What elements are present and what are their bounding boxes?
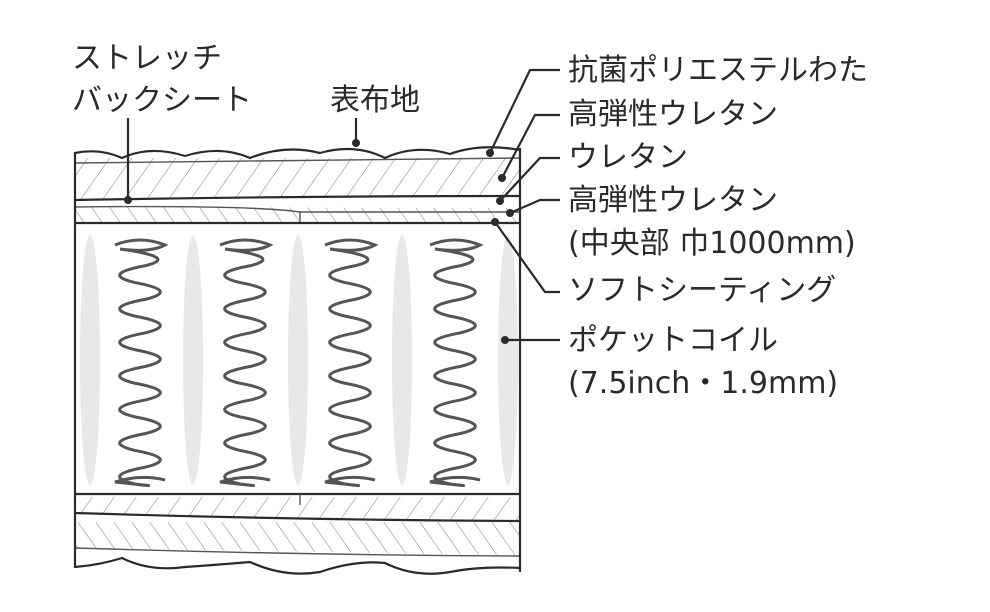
label-soft-sheeting: ソフトシーティング [568,273,836,308]
label-high-resilience-urethane-2: 高弾性ウレタン [568,183,778,218]
bottom-layers [74,492,521,575]
leader-lines [124,68,560,344]
coil-pocket-shadows [80,235,518,485]
coil-spring-2 [219,238,274,488]
coil-spring-3 [324,238,379,488]
coil-spring-1 [114,238,169,488]
label-high-resilience-urethane-1: 高弾性ウレタン [568,97,778,132]
label-surface-fabric: 表布地 [330,83,420,118]
label-stretch-back-sheet-2: バックシート [72,83,252,118]
pocket-coils [114,238,484,488]
label-center-width-note: (中央部 巾1000mm) [568,226,856,261]
coil-spring-4 [429,238,484,488]
label-pocket-coil: ポケットコイル [568,323,778,358]
top-layers [74,146,521,225]
label-stretch-back-sheet-1: ストレッチ [72,41,222,76]
label-pocket-coil-spec: (7.5inch・1.9mm) [568,366,838,401]
label-antibacterial-polyester: 抗菌ポリエステルわた [568,53,868,88]
label-urethane: ウレタン [568,140,688,175]
